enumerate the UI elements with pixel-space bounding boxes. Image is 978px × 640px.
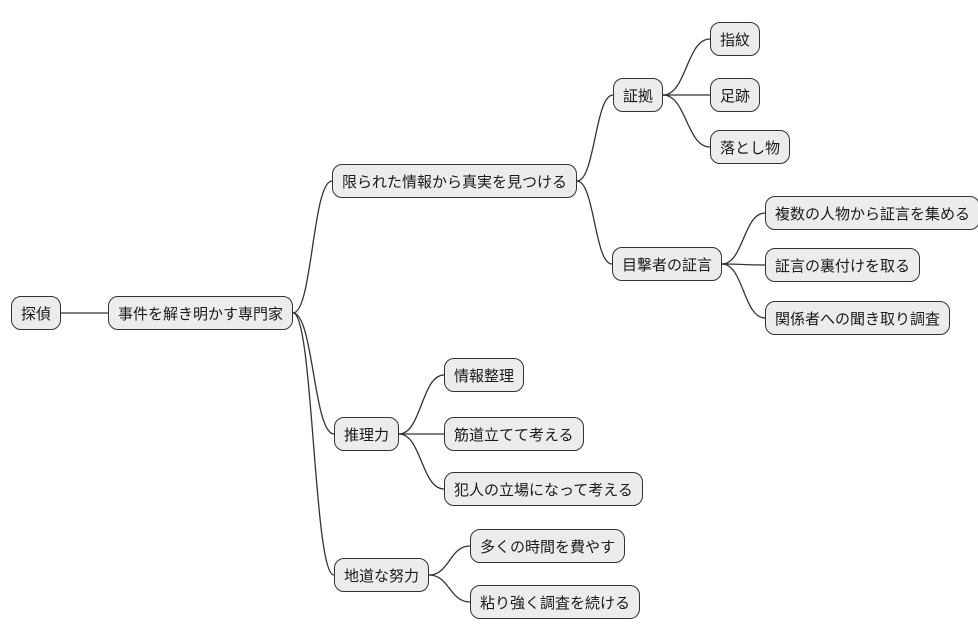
edge-connector xyxy=(292,312,335,435)
node-interview-related-parties: 関係者への聞き取り調査 xyxy=(765,301,951,335)
edge-connector xyxy=(292,180,333,314)
edge-connector xyxy=(721,212,766,265)
node-fingerprint: 指紋 xyxy=(710,22,761,56)
edge-connector xyxy=(662,38,711,96)
edge-connector xyxy=(662,94,711,148)
edge-connector xyxy=(428,574,471,603)
edge-connector xyxy=(721,263,766,266)
edge-connector xyxy=(576,94,614,182)
edge-connector xyxy=(428,545,471,576)
node-collect-testimony: 複数の人物から証言を集める xyxy=(765,196,978,230)
node-culprit-perspective: 犯人の立場になって考える xyxy=(444,472,643,506)
edge-connector xyxy=(292,312,335,576)
node-verify-testimony: 証言の裏付けを取る xyxy=(765,248,921,282)
node-footprint: 足跡 xyxy=(710,78,761,112)
edge-connector xyxy=(398,433,445,490)
node-witness-testimony: 目撃者の証言 xyxy=(612,247,723,281)
node-reasoning-power: 推理力 xyxy=(334,417,400,451)
edge-connector xyxy=(721,263,766,319)
node-case-solving-expert: 事件を解き明かす専門家 xyxy=(108,296,294,330)
node-organize-info: 情報整理 xyxy=(444,358,525,392)
node-steady-effort: 地道な努力 xyxy=(334,558,430,592)
node-spend-much-time: 多くの時間を費やす xyxy=(470,529,626,563)
node-persistent-investigation: 粘り強く調査を続ける xyxy=(470,585,641,619)
node-lost-item: 落とし物 xyxy=(710,130,791,164)
edge-connector xyxy=(576,180,613,265)
edge-connector xyxy=(398,374,445,435)
node-evidence: 証拠 xyxy=(613,78,664,112)
node-logical-thinking: 筋道立てて考える xyxy=(444,417,584,451)
node-find-truth-from-limited-info: 限られた情報から真実を見つける xyxy=(332,164,578,198)
node-detective: 探偵 xyxy=(11,296,62,330)
